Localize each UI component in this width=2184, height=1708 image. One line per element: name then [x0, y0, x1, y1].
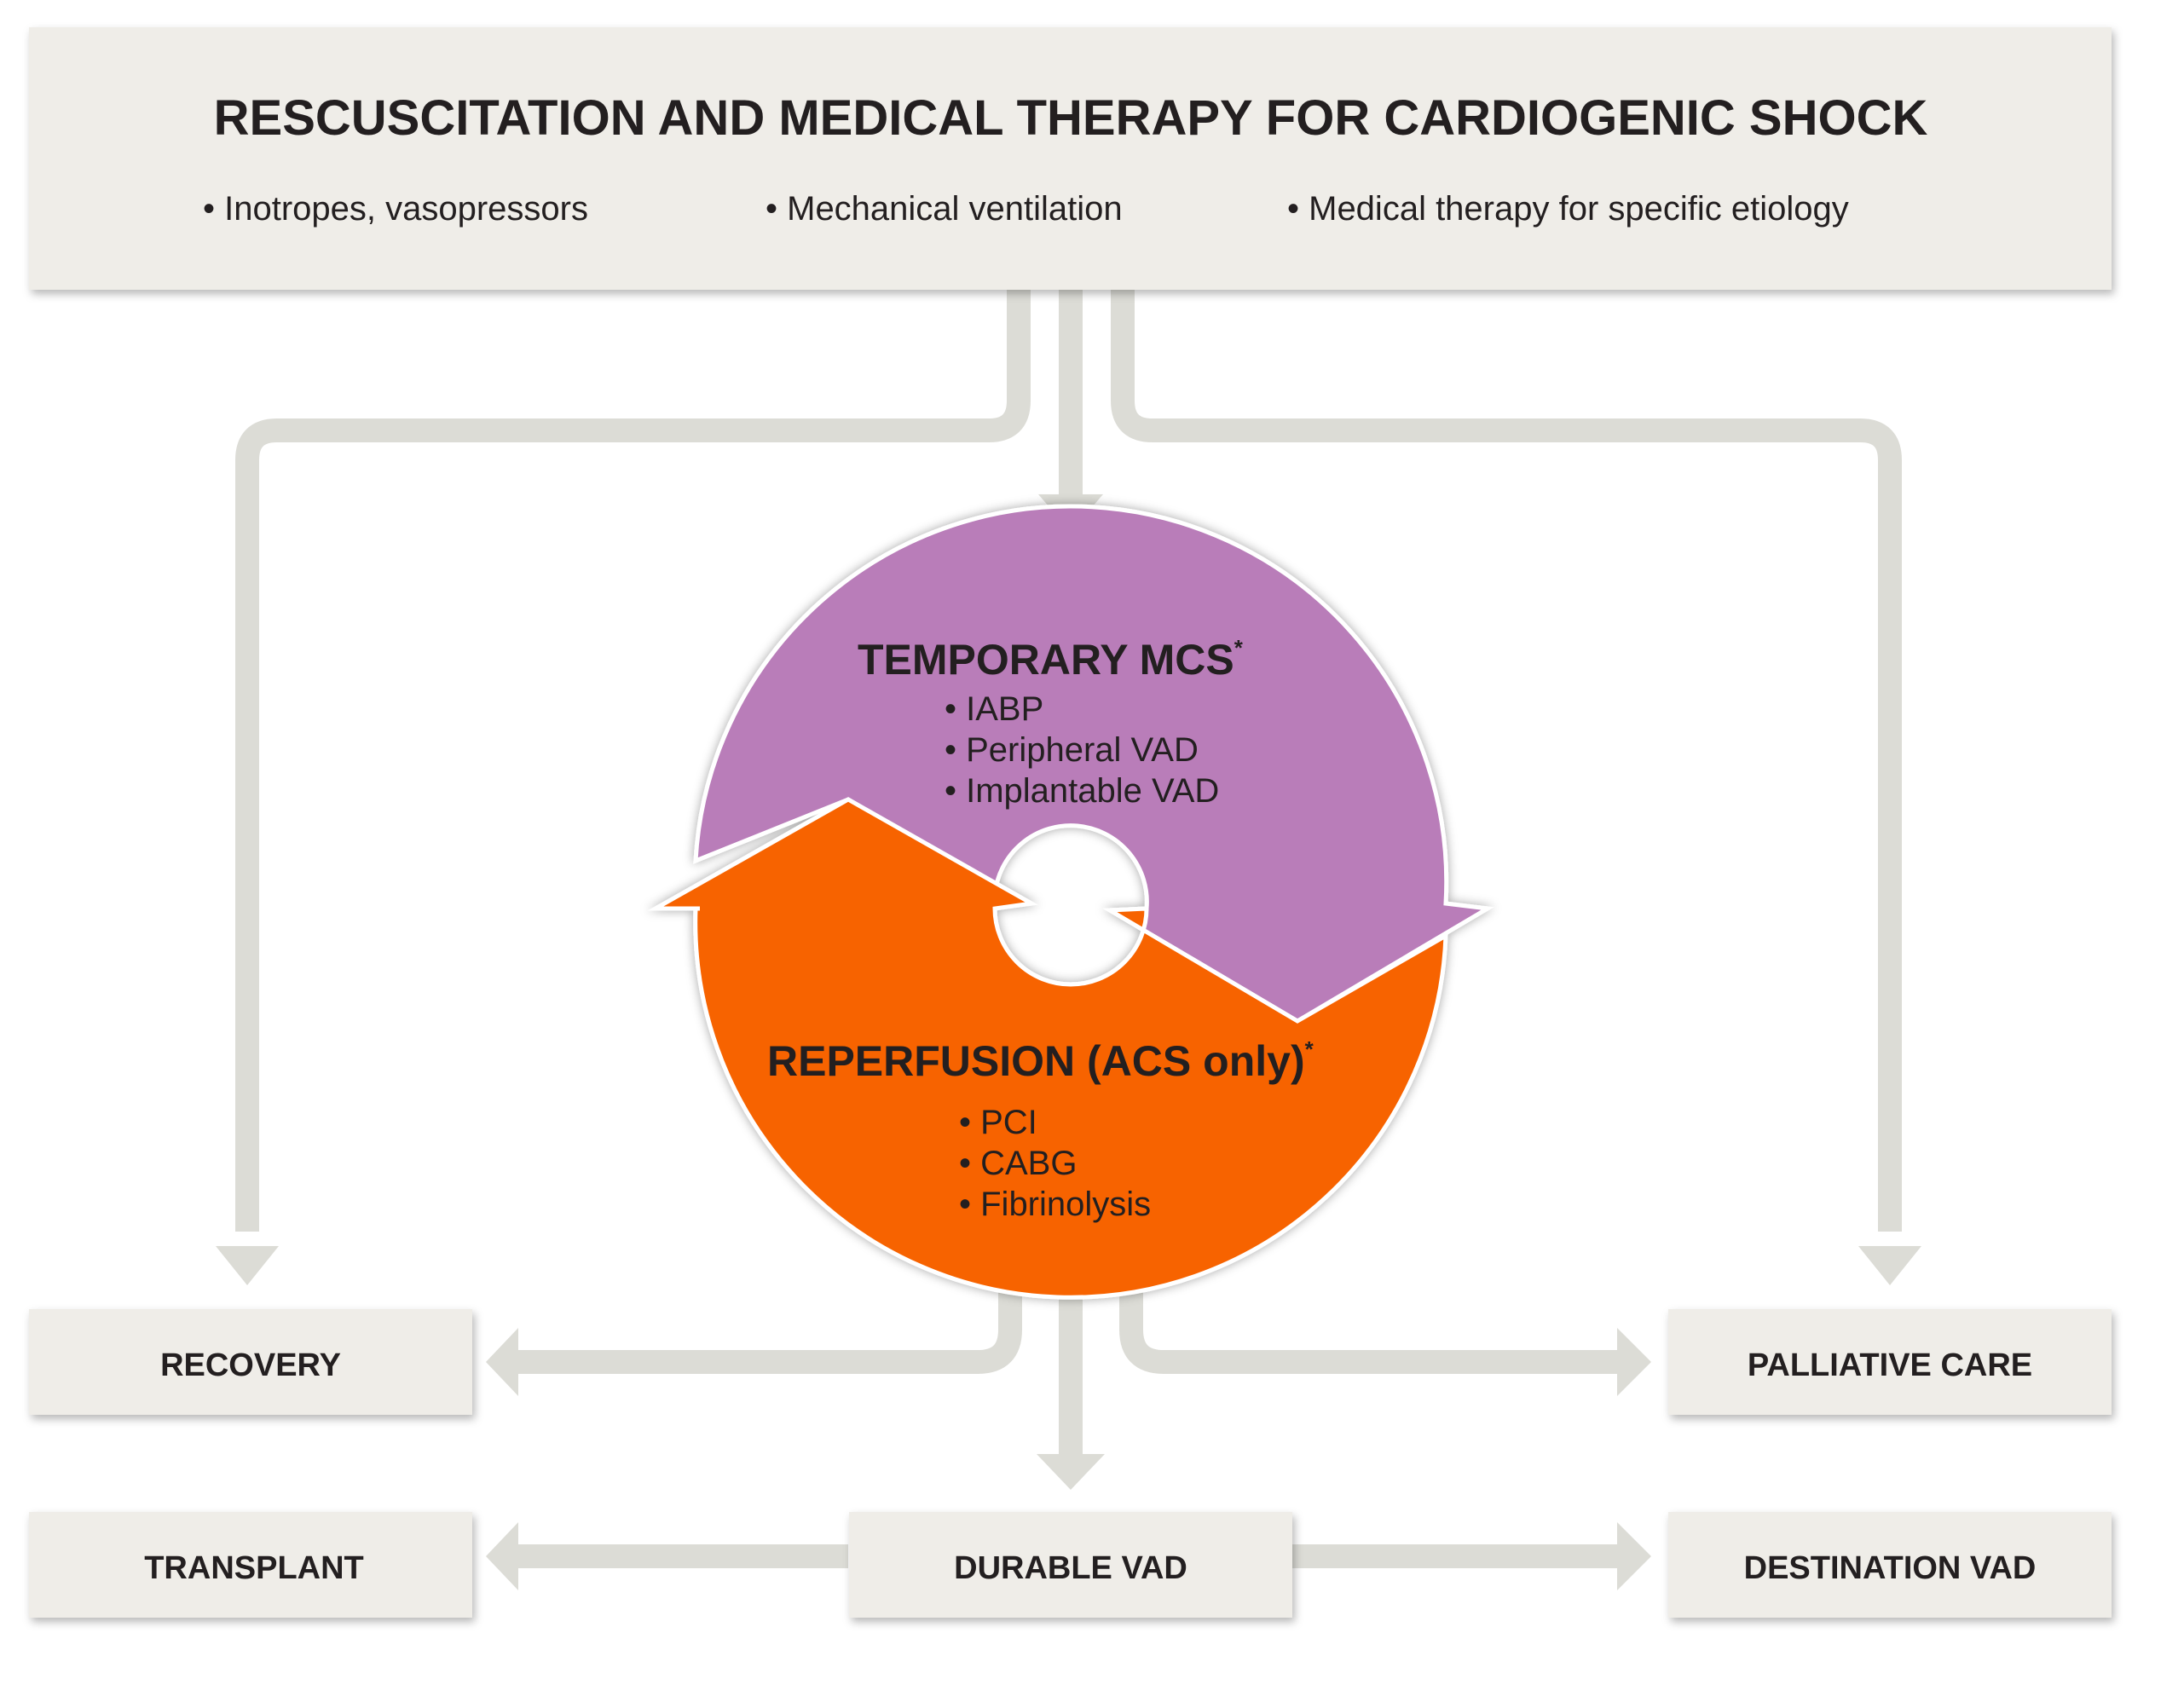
connectors-top	[235, 290, 1902, 1232]
connector-cycle-recovery	[511, 1278, 1022, 1374]
connector-cycle-palliative	[1119, 1278, 1624, 1374]
outcome-recovery: RECOVERY	[29, 1309, 472, 1415]
arrowhead-destination-right	[1617, 1522, 1651, 1590]
arrowheads-bottom	[486, 1328, 1651, 1590]
arrowhead-recovery-left	[486, 1328, 518, 1396]
temporary-mcs-item-3: • Implantable VAD	[945, 772, 1219, 810]
temporary-mcs-label: TEMPORARY MCS* • IABP • Peripheral VAD •…	[858, 635, 1244, 810]
reperfusion-title: REPERFUSION (ACS only)	[767, 1037, 1305, 1085]
temporary-mcs-title: TEMPORARY MCS	[858, 636, 1234, 684]
reperfusion-marker: *	[1305, 1036, 1314, 1062]
outcome-transplant-label: TRANSPLANT	[144, 1550, 364, 1586]
arrowhead-durable-down	[1037, 1454, 1105, 1490]
svg-text:TEMPORARY MCS*: TEMPORARY MCS*	[858, 635, 1244, 684]
temporary-mcs-item-1: • IABP	[945, 690, 1043, 728]
reperfusion-item-3: • Fibrinolysis	[959, 1186, 1151, 1223]
temporary-mcs-item-2: • Peripheral VAD	[945, 731, 1199, 769]
connector-to-palliative	[1111, 290, 1902, 1232]
header-bullet-1: • Inotropes, vasopressors	[203, 190, 588, 228]
arrowhead-palliative	[1858, 1246, 1921, 1285]
temporary-mcs-arc	[693, 504, 1494, 1024]
cycle-diagram	[647, 504, 1494, 1300]
connector-to-recovery	[235, 290, 1031, 1232]
header-title: RESCUSCITATION AND MEDICAL THERAPY FOR C…	[214, 90, 1928, 146]
reperfusion-arc	[647, 797, 1448, 1300]
outcome-palliative-label: PALLIATIVE CARE	[1748, 1347, 2032, 1383]
header-bullet-2: • Mechanical ventilation	[766, 190, 1123, 228]
reperfusion-label: REPERFUSION (ACS only)* • PCI • CABG • F…	[767, 1036, 1314, 1223]
reperfusion-item-2: • CABG	[959, 1145, 1077, 1182]
header-bullet-3: • Medical therapy for specific etiology	[1287, 190, 1849, 228]
outcome-palliative-care: PALLIATIVE CARE	[1668, 1309, 2112, 1415]
arrowhead-recovery	[216, 1246, 279, 1285]
header-box: RESCUSCITATION AND MEDICAL THERAPY FOR C…	[29, 27, 2112, 290]
outcome-durable-vad: DURABLE VAD	[849, 1512, 1292, 1618]
arrowhead-palliative-right	[1617, 1328, 1651, 1396]
outcome-destination-vad: DESTINATION VAD	[1668, 1512, 2112, 1618]
outcome-durable-label: DURABLE VAD	[954, 1550, 1187, 1586]
svg-text:REPERFUSION (ACS only)*: REPERFUSION (ACS only)*	[767, 1036, 1314, 1085]
arrowhead-transplant-left	[486, 1522, 518, 1590]
reperfusion-item-1: • PCI	[959, 1104, 1037, 1141]
outcome-transplant: TRANSPLANT	[29, 1512, 472, 1618]
connectors-bottom	[511, 1278, 1624, 1568]
outcome-destination-label: DESTINATION VAD	[1744, 1550, 2037, 1586]
outcome-recovery-label: RECOVERY	[160, 1347, 341, 1383]
temporary-mcs-marker: *	[1234, 635, 1244, 661]
